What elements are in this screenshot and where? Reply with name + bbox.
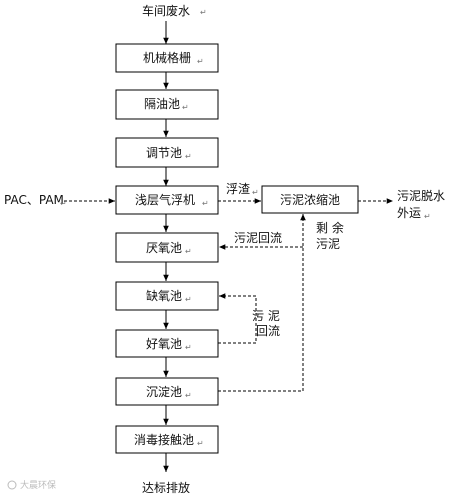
unit-aerobic-tank: 好氧池 ↵: [115, 329, 219, 358]
excess-sludge-label-line1: 剩 余: [316, 220, 344, 235]
svg-text:↵: ↵: [185, 391, 192, 400]
svg-text:污泥浓缩池: 污泥浓缩池: [280, 192, 340, 207]
unit-shallow-air-flotation: 浅层气浮机 ↵: [115, 185, 219, 215]
watermark: 大晨环保: [7, 479, 56, 491]
unit-disinfection-contact-tank: 消毒接触池 ↵: [115, 425, 219, 454]
svg-text:沉淀池: 沉淀池: [146, 385, 182, 399]
sludge-dewatering-label: 污泥脱水: [397, 188, 445, 203]
unit-oil-separation-tank: 隔油池 ↵: [115, 89, 219, 120]
output-label: 达标排放: [142, 480, 190, 495]
svg-text:好氧池: 好氧池: [146, 337, 182, 351]
watermark-logo-icon: [7, 480, 17, 490]
input-label: 车间废水: [142, 3, 190, 18]
svg-text:消毒接触池: 消毒接触池: [134, 432, 194, 447]
chemical-dosing-label: PAC、PAM: [4, 193, 64, 207]
svg-text:↵: ↵: [185, 295, 192, 304]
sludge-return-anoxic-label-line2: 回流: [256, 324, 280, 338]
unit-anoxic-tank: 缺氧池 ↵: [115, 281, 219, 311]
paragraph-mark: ↵: [200, 8, 207, 17]
sludge-return-anaerobic-label: 污泥回流: [234, 231, 282, 245]
sludge-return-anoxic-label-line1: 污 泥: [252, 309, 280, 323]
svg-text:↵: ↵: [182, 103, 189, 112]
svg-text:↵: ↵: [185, 343, 192, 352]
svg-text:↵: ↵: [197, 439, 204, 448]
unit-sludge-thickening-tank: 污泥浓缩池: [261, 185, 359, 214]
svg-text:调节池: 调节池: [146, 146, 182, 160]
svg-text:隔油池: 隔油池: [144, 97, 180, 111]
svg-text:浅层气浮机: 浅层气浮机: [135, 192, 195, 207]
svg-text:↵: ↵: [185, 152, 192, 161]
svg-text:机械格栅: 机械格栅: [143, 50, 191, 65]
sludge-transport-label: 外运: [397, 206, 421, 220]
sludge-return-anoxic-line: [218, 293, 257, 344]
svg-text:缺氧池: 缺氧池: [146, 288, 182, 303]
unit-mechanical-screen: 机械格栅 ↵: [115, 43, 219, 73]
svg-text:↵: ↵: [202, 199, 209, 208]
unit-equalization-tank: 调节池 ↵: [115, 137, 219, 168]
unit-sedimentation-tank: 沉淀池 ↵: [115, 377, 219, 406]
paragraph-mark: ↵: [60, 199, 67, 208]
svg-text:↵: ↵: [185, 247, 192, 256]
excess-sludge-label-line2: 污泥: [316, 237, 340, 251]
svg-text:厌氧池: 厌氧池: [146, 241, 182, 255]
scum-label: 浮渣: [226, 182, 250, 196]
paragraph-mark: ↵: [252, 188, 259, 197]
unit-anaerobic-tank: 厌氧池 ↵: [115, 232, 219, 263]
svg-text:↵: ↵: [197, 57, 204, 66]
paragraph-mark: ↵: [424, 212, 431, 221]
excess-sludge-line: [218, 214, 306, 392]
svg-text:大晨环保: 大晨环保: [20, 479, 56, 491]
